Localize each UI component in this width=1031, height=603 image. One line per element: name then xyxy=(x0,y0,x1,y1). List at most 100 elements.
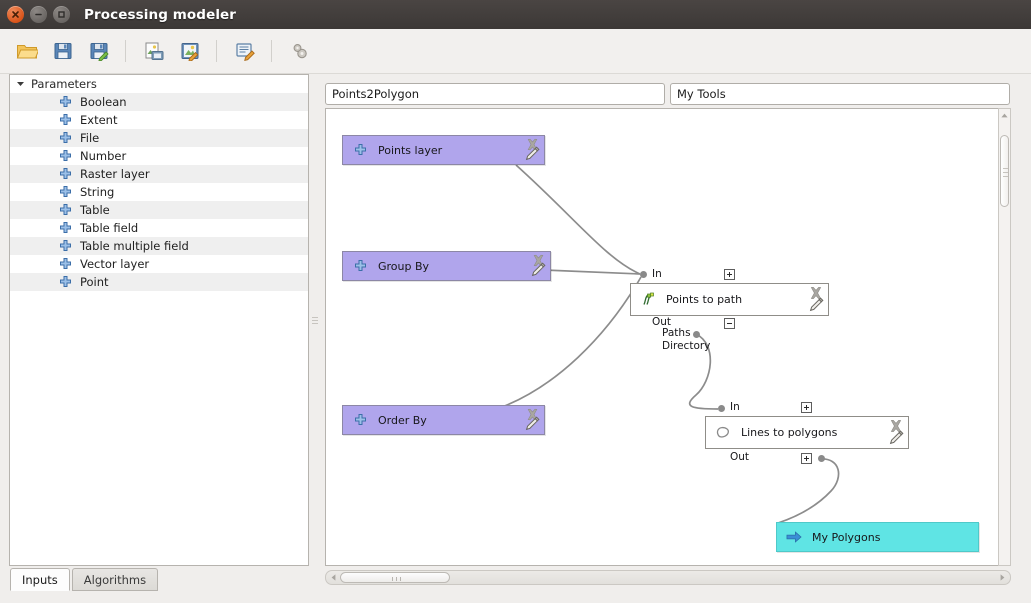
node-actions xyxy=(884,418,904,449)
close-button[interactable] xyxy=(7,6,24,23)
tree-item-boolean[interactable]: Boolean xyxy=(10,93,308,111)
model-canvas[interactable]: Points layer xyxy=(326,109,986,565)
window-titlebar: Processing modeler xyxy=(0,0,1031,29)
export-as-image-icon[interactable] xyxy=(139,36,169,66)
port-in-dot-points-to-path[interactable] xyxy=(640,271,647,278)
group-name-input[interactable]: My Tools xyxy=(670,83,1010,105)
cross-icon xyxy=(352,412,368,428)
out-collapser-points-to-path[interactable] xyxy=(724,318,735,329)
tab-algorithms[interactable]: Algorithms xyxy=(71,568,159,591)
panel-splitter-handle[interactable] xyxy=(309,74,321,566)
tree-item-table[interactable]: Table xyxy=(10,201,308,219)
tree-item-extent[interactable]: Extent xyxy=(10,111,308,129)
tree-item-label: Point xyxy=(80,275,109,289)
node-label: Points layer xyxy=(378,143,443,157)
splitter-grip xyxy=(312,315,318,326)
cross-icon xyxy=(352,258,368,274)
tree-item-label: Table multiple field xyxy=(80,239,189,253)
save-model-icon[interactable] xyxy=(48,36,78,66)
cross-icon xyxy=(58,185,73,200)
tree-item-label: Number xyxy=(80,149,127,163)
toolbar-separator xyxy=(125,40,126,62)
tab-inputs[interactable]: Inputs xyxy=(10,568,70,591)
edit-icon[interactable] xyxy=(531,262,546,280)
node-group-by[interactable]: Group By xyxy=(342,251,551,281)
cross-icon xyxy=(58,113,73,128)
edit-icon[interactable] xyxy=(525,416,540,434)
open-model-icon[interactable] xyxy=(12,36,42,66)
tree-item-label: String xyxy=(80,185,115,199)
in-expander-lines-to-polygons[interactable] xyxy=(801,402,812,413)
horizontal-scroll-thumb[interactable] xyxy=(340,572,450,583)
cross-icon xyxy=(58,131,73,146)
node-my-polygons[interactable]: My Polygons xyxy=(776,522,979,552)
node-order-by[interactable]: Order By xyxy=(342,405,545,435)
tree-item-vector-layer[interactable]: Vector layer xyxy=(10,255,308,273)
node-points-to-path[interactable]: Points to path xyxy=(630,283,829,316)
port-out-dot-paths[interactable] xyxy=(693,331,700,338)
toolbar-separator xyxy=(216,40,217,62)
minimize-button[interactable] xyxy=(30,6,47,23)
port-output-directory: Directory xyxy=(662,340,711,352)
cross-icon xyxy=(58,239,73,254)
tree-item-label: Table xyxy=(80,203,110,217)
edit-icon[interactable] xyxy=(889,430,904,448)
tree-item-file[interactable]: File xyxy=(10,129,308,147)
tree-item-raster-layer[interactable]: Raster layer xyxy=(10,165,308,183)
vertical-scroll-thumb[interactable] xyxy=(1000,135,1009,207)
cross-icon xyxy=(58,275,73,290)
tree-root-label: Parameters xyxy=(31,77,97,91)
node-label: Order By xyxy=(378,413,427,427)
node-label: Lines to polygons xyxy=(741,426,838,439)
node-actions xyxy=(520,137,540,165)
edit-help-icon[interactable] xyxy=(230,36,260,66)
main-toolbar xyxy=(0,29,1031,74)
port-in-dot-lines-to-polygons[interactable] xyxy=(718,405,725,412)
tree-item-label: Table field xyxy=(80,221,139,235)
node-actions xyxy=(804,285,824,316)
canvas-horizontal-scrollbar[interactable] xyxy=(325,570,1011,585)
tree-item-number[interactable]: Number xyxy=(10,147,308,165)
tree-item-point[interactable]: Point xyxy=(10,273,308,291)
cross-icon xyxy=(58,203,73,218)
export-as-script-icon[interactable] xyxy=(175,36,205,66)
tree-item-table-multiple-field[interactable]: Table multiple field xyxy=(10,237,308,255)
port-output-paths: Paths xyxy=(662,327,691,339)
maximize-button[interactable] xyxy=(53,6,70,23)
node-label: My Polygons xyxy=(812,530,881,544)
node-actions xyxy=(520,407,540,435)
tree-item-label: Vector layer xyxy=(80,257,150,271)
tree-root-parameters[interactable]: Parameters xyxy=(10,75,308,93)
port-out-dot-lines-to-polygons[interactable] xyxy=(818,455,825,462)
connection-lines xyxy=(480,164,840,524)
edit-icon[interactable] xyxy=(525,146,540,164)
model-name-input[interactable]: Points2Polygon xyxy=(325,83,665,105)
node-label: Group By xyxy=(378,259,430,273)
tree-item-table-field[interactable]: Table field xyxy=(10,219,308,237)
save-model-as-icon[interactable] xyxy=(84,36,114,66)
window-title: Processing modeler xyxy=(84,6,237,23)
node-lines-to-polygons[interactable]: Lines to polygons xyxy=(705,416,909,449)
cross-icon xyxy=(58,95,73,110)
tree-item-string[interactable]: String xyxy=(10,183,308,201)
port-in-label-lines-to-polygons: In xyxy=(730,401,740,413)
node-label: Points to path xyxy=(666,293,743,306)
chevron-down-icon[interactable] xyxy=(16,75,25,93)
scroll-up-arrow-icon[interactable] xyxy=(999,109,1010,122)
cross-icon xyxy=(352,142,368,158)
node-points-layer[interactable]: Points layer xyxy=(342,135,545,165)
in-expander-points-to-path[interactable] xyxy=(724,269,735,280)
scroll-right-arrow-icon[interactable] xyxy=(996,571,1009,584)
scroll-left-arrow-icon[interactable] xyxy=(327,571,340,584)
points-to-path-icon xyxy=(640,292,656,308)
tree-item-label: Boolean xyxy=(80,95,127,109)
edit-icon[interactable] xyxy=(809,297,824,315)
output-arrow-icon xyxy=(786,529,802,545)
model-canvas-frame[interactable]: Points layer xyxy=(325,108,1010,566)
run-model-icon[interactable] xyxy=(285,36,315,66)
out-expander-lines-to-polygons[interactable] xyxy=(801,453,812,464)
toolbar-separator xyxy=(271,40,272,62)
canvas-vertical-scrollbar[interactable] xyxy=(998,108,1011,566)
port-in-label-points-to-path: In xyxy=(652,268,662,280)
